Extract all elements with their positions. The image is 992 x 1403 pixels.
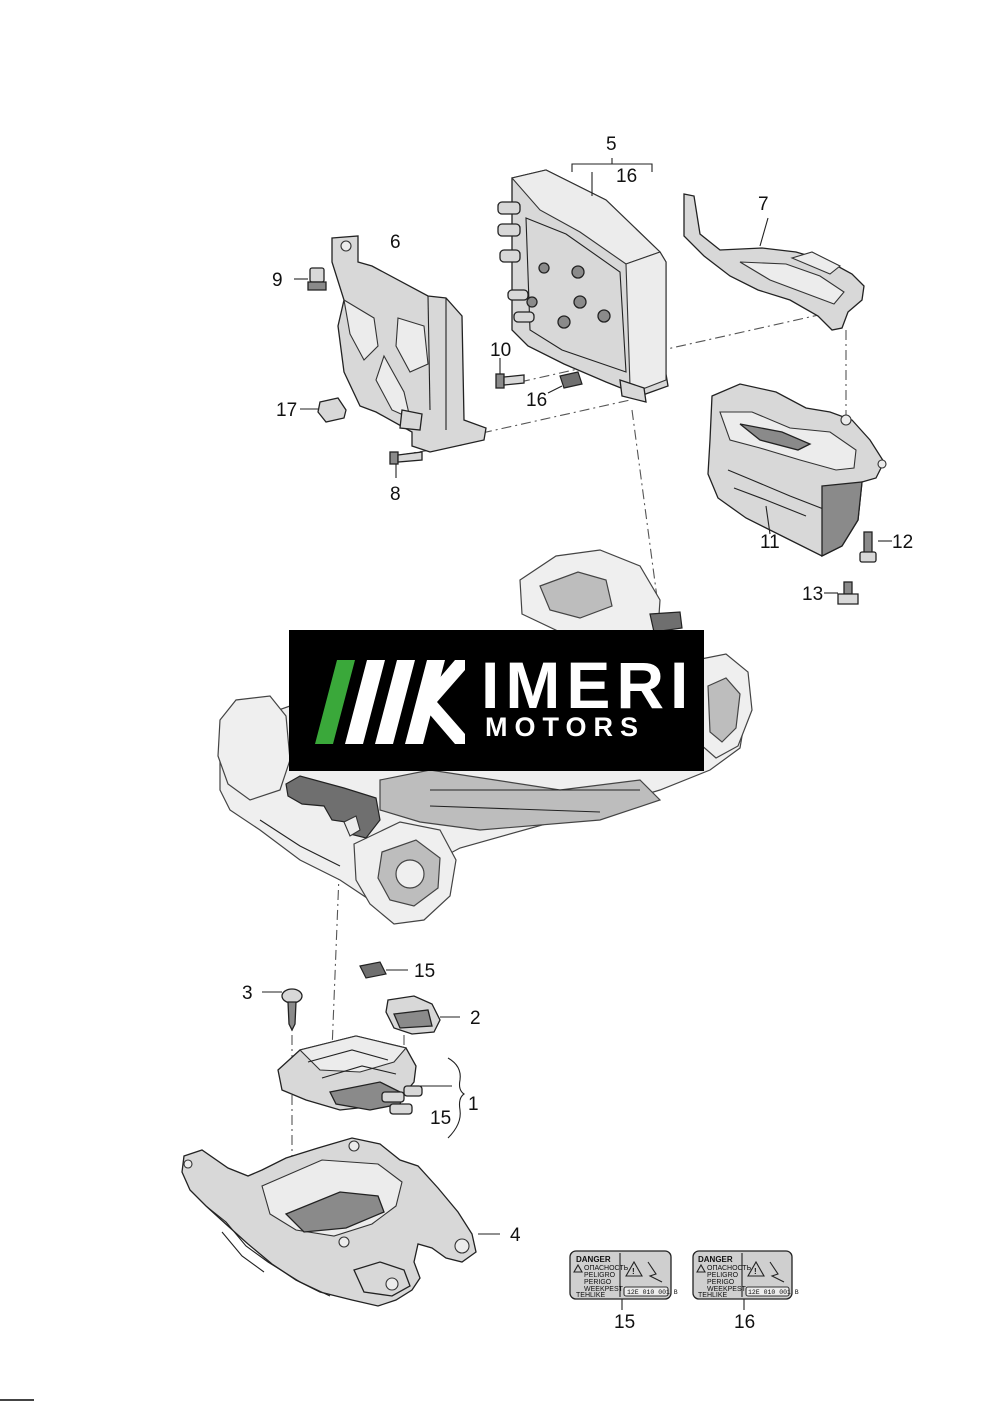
screw-part-3: [262, 988, 303, 1032]
callout-16-mid: 16: [526, 390, 547, 411]
callout-16-top: 16: [616, 166, 637, 187]
svg-text:PERIGO: PERIGO: [707, 1279, 735, 1286]
callout-7: 7: [758, 194, 769, 215]
callout-15-bottom: 15: [614, 1312, 635, 1333]
control-unit-part-1: [277, 1035, 465, 1139]
warning-code: 12E 010 001 B: [748, 1289, 799, 1296]
svg-text:ОПАСНОСТЬ: ОПАСНОСТЬ: [584, 1265, 629, 1272]
alignment-lines: [291, 311, 847, 1170]
bolt-part-9: [294, 267, 327, 291]
sticker-part-16: [547, 371, 583, 394]
svg-text:!: !: [754, 1267, 757, 1276]
callout-16-bottom: 16: [734, 1312, 755, 1333]
warning-label-15: DANGER ОПАСНОСТЬ PELIGRO PERIGO WEEKPEST…: [569, 1250, 678, 1310]
callout-4: 4: [510, 1225, 521, 1246]
imeri-motors-logo: IMERI MOTORS: [289, 630, 704, 771]
callout-6: 6: [390, 232, 401, 253]
callout-numbers: 5 16 7 6 9 10 16 17 8 11 12 13 15 3 2 1 …: [242, 134, 913, 1333]
callout-15-mid: 15: [430, 1108, 451, 1129]
sticker-part-15: [359, 961, 408, 979]
bracket-part-7: [683, 193, 865, 331]
callout-13: 13: [802, 584, 823, 605]
shield-part-11: [707, 383, 887, 558]
bolt-part-13: [824, 581, 859, 605]
subframe-part-4: [181, 1137, 500, 1307]
svg-text:PELIGRO: PELIGRO: [707, 1272, 739, 1279]
svg-text:ОПАСНОСТЬ: ОПАСНОСТЬ: [707, 1265, 752, 1272]
warning-heading: DANGER: [698, 1255, 733, 1264]
callout-8: 8: [390, 484, 401, 505]
logo-title: IMERI: [481, 648, 695, 722]
svg-text:TEHLIKE: TEHLIKE: [576, 1292, 606, 1299]
screw-part-10: [495, 358, 525, 389]
svg-text:PELIGRO: PELIGRO: [584, 1272, 616, 1279]
svg-text:PERIGO: PERIGO: [584, 1279, 612, 1286]
callout-3: 3: [242, 983, 253, 1004]
callout-2: 2: [470, 1008, 481, 1029]
bracket-part-6: [331, 235, 487, 453]
callout-17: 17: [276, 400, 297, 421]
logo-stripes-icon: [315, 660, 465, 744]
callout-12: 12: [892, 532, 913, 553]
control-unit-part-5: [497, 158, 669, 403]
screw-part-8: [389, 451, 423, 478]
bolt-part-12: [859, 531, 892, 563]
warning-label-16: DANGER ОПАСНОСТЬ PELIGRO PERIGO WEEKPEST…: [692, 1250, 799, 1310]
svg-text:!: !: [632, 1267, 635, 1276]
clip-nut-part-17: [300, 397, 347, 423]
warning-code: 12E 010 001 B: [627, 1289, 678, 1296]
connector-part-2: [385, 995, 460, 1035]
logo-subtitle: MOTORS: [485, 712, 646, 742]
svg-text:TEHLIKE: TEHLIKE: [698, 1292, 728, 1299]
callout-15-top: 15: [414, 961, 435, 982]
callout-11: 11: [760, 532, 780, 553]
callout-9: 9: [272, 270, 283, 291]
warning-heading: DANGER: [576, 1255, 611, 1264]
svg-text:WEEKPEST: WEEKPEST: [584, 1286, 624, 1293]
footer-rule: [0, 1399, 34, 1401]
callout-10: 10: [490, 340, 511, 361]
callout-1: 1: [468, 1094, 479, 1115]
callout-5: 5: [606, 134, 617, 155]
svg-text:WEEKPEST: WEEKPEST: [707, 1286, 747, 1293]
